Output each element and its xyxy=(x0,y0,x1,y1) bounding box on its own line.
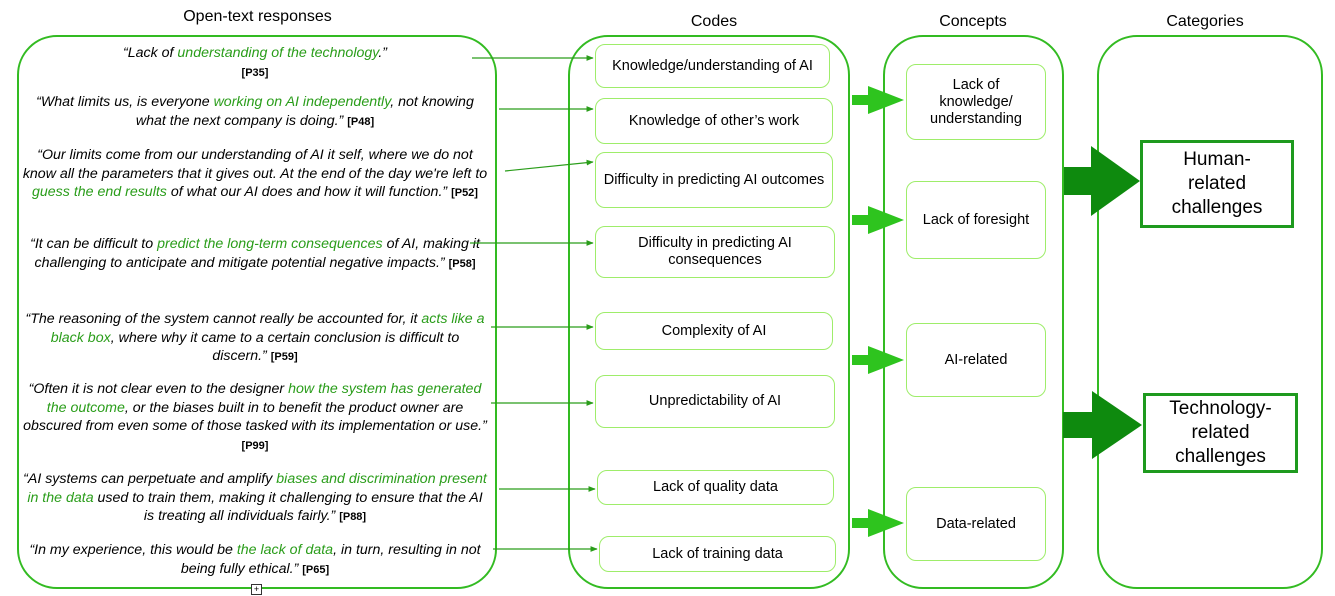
code-lack-training-data: Lack of training data xyxy=(599,536,836,572)
response-p58: “It can be difficult to predict the long… xyxy=(30,236,480,271)
code-unpredictability: Unpredictability of AI xyxy=(595,375,835,428)
header-categories: Categories xyxy=(1166,13,1244,30)
response-text: “Our limits come from our understanding … xyxy=(22,147,488,182)
response-p52: “Our limits come from our understanding … xyxy=(22,147,488,200)
code-knowledge-understanding: Knowledge/understanding of AI xyxy=(595,44,830,88)
response-p65: “In my experience, this would be the lac… xyxy=(29,542,481,577)
arrow-p52 xyxy=(504,159,594,172)
arrow-to-ai-related xyxy=(852,346,904,374)
response-text: “Lack of xyxy=(123,45,178,61)
response-text: , or the biases built in to benefit the … xyxy=(23,399,487,435)
concept-ai-related: AI-related xyxy=(906,323,1046,397)
response-text: “What limits us, is everyone xyxy=(36,94,214,110)
response-text: “It can be difficult to xyxy=(30,236,158,252)
response-text: “AI systems can perpetuate and amplify xyxy=(23,471,277,487)
response-text: “In my experience, this would be xyxy=(29,542,237,558)
response-p88: “AI systems can perpetuate and amplify b… xyxy=(23,471,487,525)
concept-category-arrows xyxy=(1063,146,1142,459)
arrow-to-data-related xyxy=(852,509,904,537)
response-p99: “Often it is not clear even to the desig… xyxy=(23,381,487,452)
response-text: of AI, making it challenging to anticipa… xyxy=(34,236,480,271)
highlighted-phrase: predict the long-term consequences xyxy=(157,236,383,252)
response-code-arrows xyxy=(470,55,598,552)
header-concepts: Concepts xyxy=(939,13,1007,30)
highlighted-phrase: how the system has generated the outcome xyxy=(46,381,482,416)
response-text: .” xyxy=(378,45,387,61)
category-human-related: Human-related challenges xyxy=(1140,140,1294,228)
expand-handle-icon[interactable]: + xyxy=(251,584,262,595)
response-p59: “The reasoning of the system cannot real… xyxy=(25,311,485,365)
highlighted-phrase: the lack of data xyxy=(236,542,334,558)
code-predicting-consequences: Difficulty in predicting AI consequences xyxy=(595,226,835,278)
highlighted-phrase: understanding of the technology xyxy=(177,45,379,61)
concept-lack-of-foresight: Lack of foresight xyxy=(906,181,1046,259)
response-text: , where why it came to a certain conclus… xyxy=(110,329,460,365)
concept-lack-of-knowledge: Lack of knowledge/ understanding xyxy=(906,64,1046,140)
code-lack-quality-data: Lack of quality data xyxy=(597,470,834,505)
response-p48: “What limits us, is everyone working on … xyxy=(36,94,474,129)
arrow-to-technology-related xyxy=(1063,391,1142,459)
categories-panel xyxy=(1097,35,1323,589)
code-knowledge-others-work: Knowledge of other’s work xyxy=(595,98,833,144)
highlighted-phrase: guess the end results xyxy=(32,184,167,200)
response-text: “The reasoning of the system cannot real… xyxy=(25,311,422,327)
arrow-to-lack-of-foresight xyxy=(852,206,904,234)
code-complexity: Complexity of AI xyxy=(595,312,833,350)
category-technology-related: Technology-related challenges xyxy=(1143,393,1298,473)
response-text: , not knowing what the next company is d… xyxy=(135,94,474,129)
concepts-panel xyxy=(883,35,1064,589)
code-predicting-outcomes: Difficulty in predicting AI outcomes xyxy=(595,152,833,208)
codes-panel xyxy=(568,35,850,589)
highlighted-phrase: biases and discrimination present in the… xyxy=(27,471,487,506)
response-p35: “Lack of understanding of the technology… xyxy=(123,45,387,79)
concept-data-related: Data-related xyxy=(906,487,1046,561)
response-text: “Often it is not clear even to the desig… xyxy=(28,381,289,397)
arrow-to-human-related xyxy=(1064,146,1140,216)
arrow-to-lack-of-knowledge xyxy=(852,86,904,114)
highlighted-phrase: acts like a black box xyxy=(50,311,485,346)
header-open-text-responses: Open-text responses xyxy=(183,8,332,25)
highlighted-phrase: working on AI independently xyxy=(213,94,391,110)
response-text: of what our AI does and how it will func… xyxy=(166,184,452,200)
code-concept-arrows xyxy=(852,86,904,537)
response-text: used to train them, making it challengin… xyxy=(93,489,483,525)
response-text: , in turn, resulting in not being fully … xyxy=(180,542,481,577)
header-codes: Codes xyxy=(690,13,738,30)
